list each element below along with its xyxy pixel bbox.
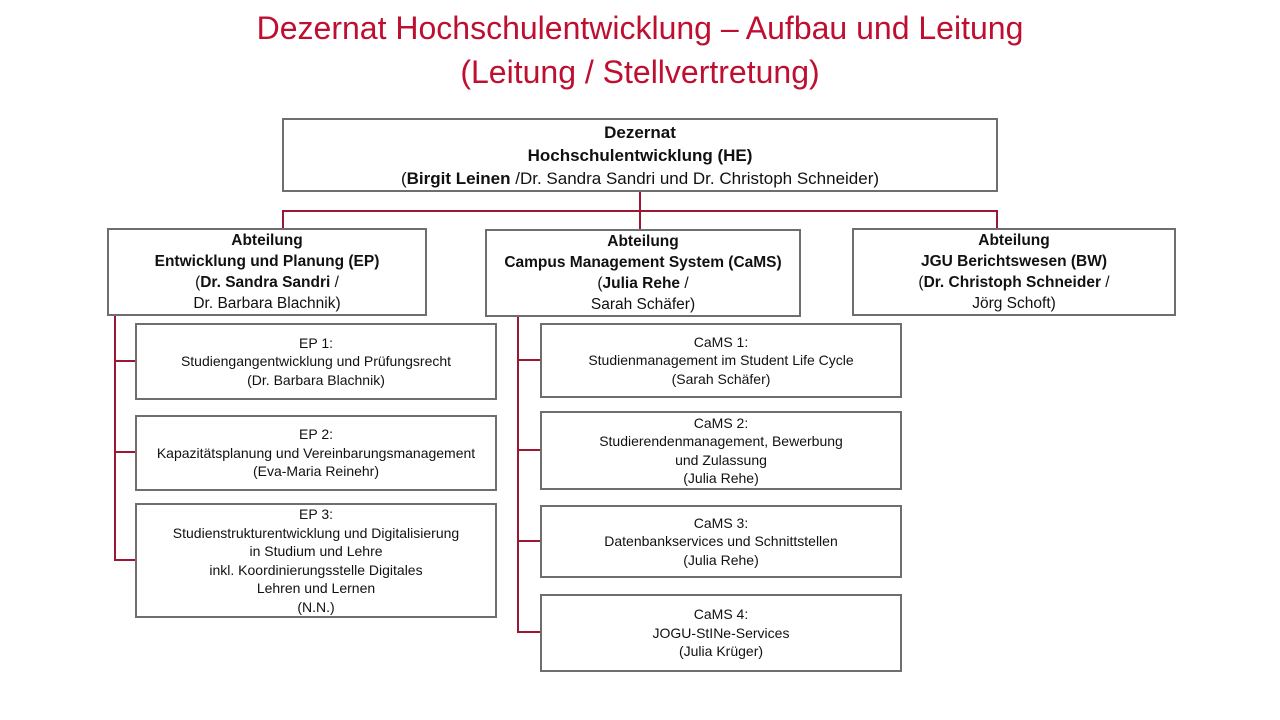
root-box-title1: Dezernat — [604, 122, 676, 142]
connector-ep-stub-1 — [114, 360, 135, 362]
dept-ep-deputy: Dr. Barbara Blachnik) — [193, 295, 341, 312]
dept-box-cams: Abteilung Campus Management System (CaMS… — [485, 229, 801, 317]
unit-line: Kapazitätsplanung und Vereinbarungsmanag… — [156, 444, 476, 461]
connector-cams-stub-1 — [517, 359, 540, 361]
connector-cams-stub-4 — [517, 631, 540, 633]
dept-cams-leader-line: (Julia Rehe / — [597, 273, 688, 294]
unit-box-ep-1: EP 1: Studiengangentwicklung und Prüfung… — [135, 323, 497, 400]
connector-ep-stub-3 — [114, 559, 135, 561]
unit-line: Studienstrukturentwicklung und Digitalis… — [172, 524, 460, 541]
dept-cams-title1: Abteilung — [607, 233, 679, 250]
unit-line: (Dr. Barbara Blachnik) — [247, 371, 385, 388]
unit-line: (Julia Rehe) — [683, 470, 759, 486]
unit-line: Datenbankservices und Schnittstellen — [604, 533, 838, 550]
connector-cams-stub-3 — [517, 540, 540, 542]
dept-cams-deputy: Sarah Schäfer) — [590, 296, 696, 313]
unit-box-ep-3: EP 3: Studienstrukturentwicklung und Dig… — [135, 503, 497, 618]
root-box-title2: Hochschulentwicklung (HE) — [527, 145, 753, 165]
dept-bw-title2: JGU Berichtswesen (BW) — [920, 253, 1108, 270]
dept-ep-leader-line: (Dr. Sandra Sandri / — [195, 272, 339, 293]
dept-ep-title2: Entwicklung und Planung (EP) — [154, 253, 380, 270]
root-box: Dezernat Hochschulentwicklung (HE) (Birg… — [282, 118, 998, 192]
dept-box-bw: Abteilung JGU Berichtswesen (BW) (Dr. Ch… — [852, 228, 1176, 316]
unit-line: CaMS 3: — [693, 514, 749, 531]
dept-bw-leader: Dr. Christoph Schneider — [923, 274, 1101, 291]
dept-cams-leader: Julia Rehe — [602, 275, 681, 292]
unit-line: CaMS 1: — [693, 333, 749, 350]
unit-line: EP 2: — [299, 426, 333, 443]
page-title: Dezernat Hochschulentwicklung – Aufbau u… — [0, 6, 1280, 94]
dept-ep-title1: Abteilung — [231, 232, 303, 249]
unit-line: CaMS 2: — [693, 414, 749, 431]
unit-box-ep-2: EP 2: Kapazitätsplanung und Vereinbarung… — [135, 415, 497, 491]
unit-line: inkl. Koordinierungsstelle Digitales — [209, 561, 423, 578]
unit-line: (Eva-Maria Reinehr) — [252, 463, 380, 480]
connector-ep-spine — [114, 316, 116, 561]
dept-cams-title2: Campus Management System (CaMS) — [504, 254, 782, 271]
unit-line: Studiengangentwicklung und Prüfungsrecht — [180, 353, 452, 370]
connector-ep-stub-2 — [114, 451, 135, 453]
connector-cams-stub-2 — [517, 449, 540, 451]
dept-bw-leader-line: (Dr. Christoph Schneider / — [918, 272, 1109, 293]
connector-drop-ep — [282, 210, 284, 228]
dept-bw-title1: Abteilung — [978, 232, 1050, 249]
unit-box-cams-4: CaMS 4: JOGU-StINe-Services (Julia Krüge… — [540, 594, 902, 672]
dept-ep-slash: / — [330, 274, 339, 291]
dept-bw-paren: ( — [918, 274, 924, 291]
unit-line: Studienmanagement im Student Life Cycle — [588, 352, 854, 369]
page-title-line1: Dezernat Hochschulentwicklung – Aufbau u… — [256, 10, 1024, 46]
root-paren: ( — [400, 168, 407, 188]
unit-box-cams-3: CaMS 3: Datenbankservices und Schnittste… — [540, 505, 902, 578]
unit-line: (N.N.) — [297, 598, 335, 615]
connector-drop-cams — [639, 210, 641, 229]
connector-drop-bw — [996, 210, 998, 228]
root-leader: Birgit Leinen — [406, 168, 511, 188]
dept-bw-deputy: Jörg Schoft) — [972, 295, 1056, 312]
unit-line: in Studium und Lehre — [249, 543, 383, 559]
unit-box-cams-1: CaMS 1: Studienmanagement im Student Lif… — [540, 323, 902, 398]
dept-bw-slash: / — [1100, 274, 1110, 291]
connector-cams-spine — [517, 317, 519, 633]
page-title-line2: (Leitung / Stellvertretung) — [460, 54, 820, 90]
unit-line: (Sarah Schäfer) — [671, 370, 771, 387]
dept-ep-leader: Dr. Sandra Sandri — [200, 274, 331, 291]
unit-line: (Julia Rehe) — [683, 551, 759, 568]
unit-line: CaMS 4: — [693, 606, 749, 623]
unit-line: EP 1: — [299, 334, 333, 351]
unit-line: und Zulassung — [675, 451, 767, 468]
unit-line: Lehren und Lernen — [256, 580, 376, 596]
dept-cams-paren: ( — [597, 275, 603, 292]
unit-box-cams-2: CaMS 2: Studierendenmanagement, Bewerbun… — [540, 411, 902, 490]
root-deputies: /Dr. Sandra Sandri und Dr. Christoph Sch… — [510, 168, 880, 188]
dept-ep-paren: ( — [195, 274, 201, 291]
unit-line: EP 3: — [299, 506, 333, 522]
unit-line: (Julia Krüger) — [678, 643, 764, 660]
root-box-leadership: (Birgit Leinen /Dr. Sandra Sandri und Dr… — [401, 167, 879, 190]
dept-cams-slash: / — [680, 275, 689, 292]
connector-root-drop — [639, 192, 641, 212]
unit-line: Studierendenmanagement, Bewerbung — [599, 433, 843, 449]
dept-box-ep: Abteilung Entwicklung und Planung (EP) (… — [107, 228, 427, 316]
unit-line: JOGU-StINe-Services — [652, 624, 790, 641]
